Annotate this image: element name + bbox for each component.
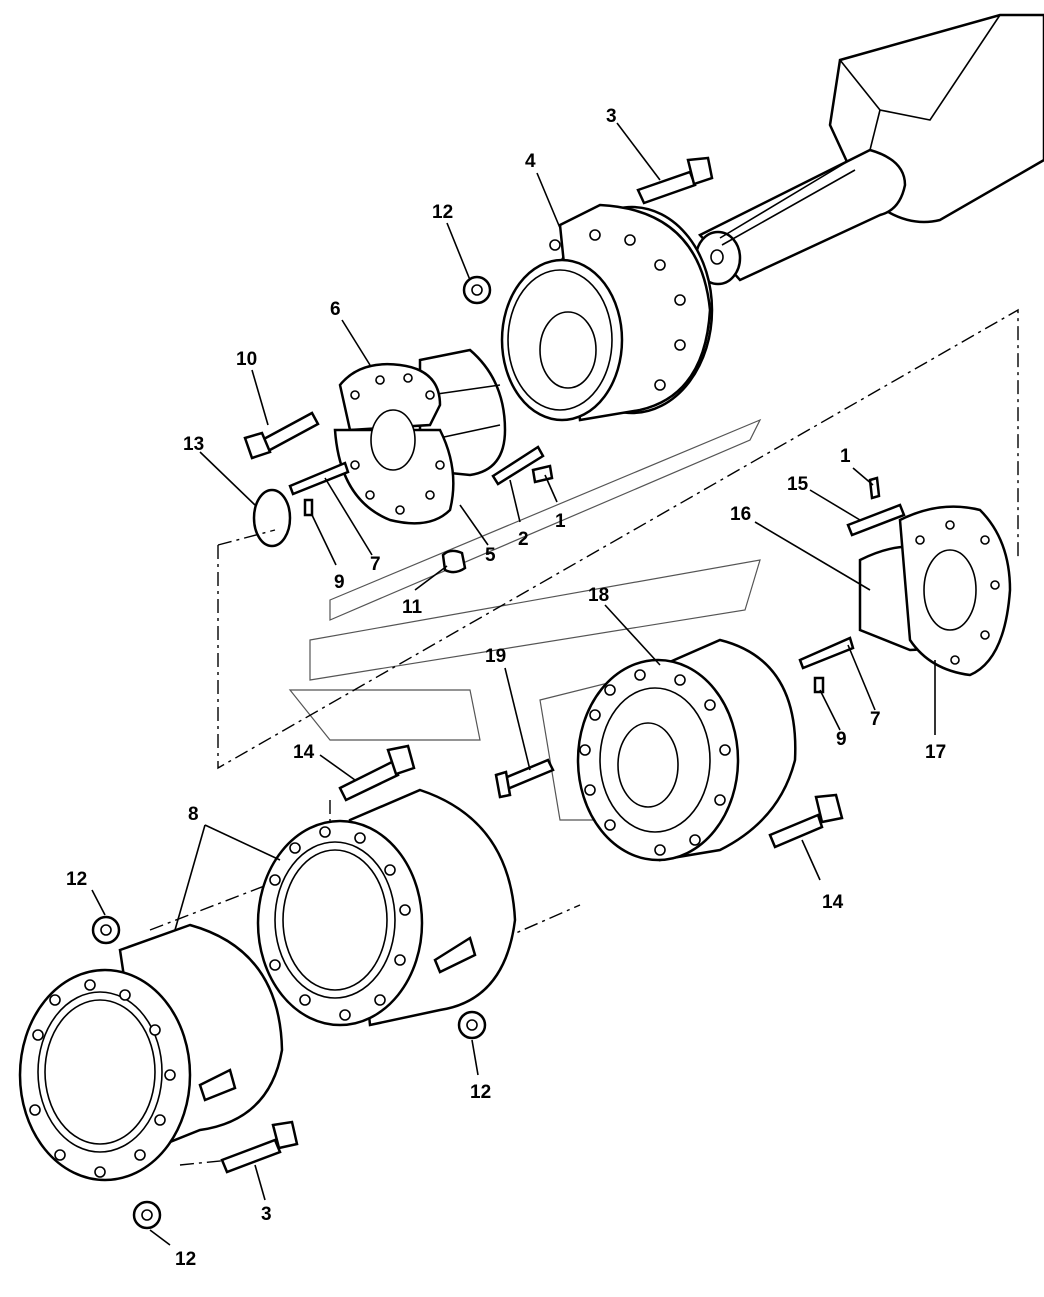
callout-7-left: 7 <box>370 554 381 575</box>
spool-8-middle <box>256 788 517 1027</box>
flange-hub-18 <box>576 638 797 862</box>
callout-12-middle: 12 <box>470 1082 491 1103</box>
leader-lines <box>91 122 936 1246</box>
callout-labels: 3 4 12 6 10 13 2 1 7 9 5 11 1 15 16 18 1… <box>66 106 946 1270</box>
callout-3-bottom: 3 <box>261 1204 272 1225</box>
callout-14-right: 14 <box>822 892 844 913</box>
callout-7-right: 7 <box>870 709 881 730</box>
callout-13: 13 <box>183 434 204 455</box>
callout-4: 4 <box>525 151 536 172</box>
callout-12-bottom: 12 <box>175 1249 196 1270</box>
bolts-14-19 <box>338 744 844 849</box>
split-coupling-17 <box>858 505 1012 677</box>
spool-8-left <box>18 923 284 1182</box>
callout-14-left: 14 <box>293 742 315 763</box>
callout-18: 18 <box>588 585 609 606</box>
callout-1-right: 1 <box>840 446 851 467</box>
bottom-hardware <box>91 915 487 1230</box>
callout-2: 2 <box>518 529 529 550</box>
callout-1-left: 1 <box>555 511 566 532</box>
flange-hub-4 <box>500 203 714 422</box>
callout-3-top: 3 <box>606 106 617 127</box>
small-hardware <box>243 156 906 694</box>
callout-11: 11 <box>402 597 423 618</box>
callout-19: 19 <box>485 646 506 667</box>
split-coupling-6 <box>333 348 507 525</box>
callout-12-left: 12 <box>66 869 87 890</box>
callout-10: 10 <box>236 349 257 370</box>
callout-5: 5 <box>485 545 496 566</box>
callout-8: 8 <box>188 804 199 825</box>
callout-16: 16 <box>730 504 751 525</box>
callout-15: 15 <box>787 474 809 495</box>
callout-9-left: 9 <box>334 572 345 593</box>
callout-6: 6 <box>330 299 341 320</box>
callout-17: 17 <box>925 742 946 763</box>
drive-shaft <box>694 13 1044 286</box>
callout-9-right: 9 <box>836 729 847 750</box>
callout-12-top: 12 <box>432 202 453 223</box>
